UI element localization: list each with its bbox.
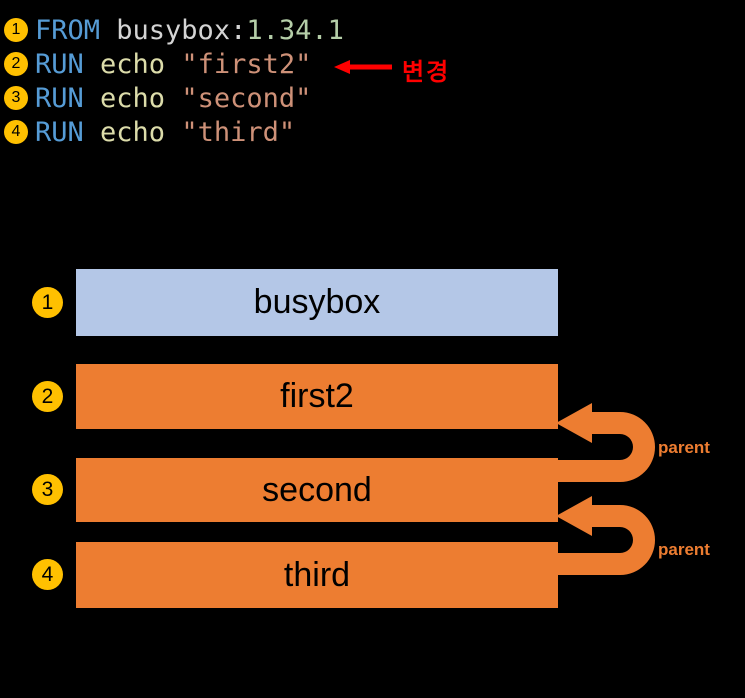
layer-badge-3: 3 [32, 474, 63, 505]
code-command: echo [100, 48, 182, 80]
code-line: 3 RUN echo "second" [4, 81, 344, 115]
code-string: "second" [181, 82, 312, 114]
step-badge: 3 [4, 86, 28, 110]
layer-label: second [262, 470, 372, 509]
step-badge: 2 [4, 52, 28, 76]
layer-label: busybox [253, 283, 381, 321]
left-arrow-icon [334, 60, 392, 74]
code-keyword: RUN [35, 82, 101, 114]
layer-badge-4: 4 [32, 559, 63, 590]
code-command: echo [100, 82, 182, 114]
layer-badge-1: 1 [32, 287, 63, 318]
code-string: "first2" [181, 48, 312, 80]
code-command: echo [100, 116, 182, 148]
layer-box-second: second [76, 458, 558, 522]
code-line: 2 RUN echo "first2" [4, 47, 344, 81]
code-keyword: RUN [35, 116, 101, 148]
code-image-name: busybox: [116, 14, 247, 46]
code-keyword: FROM [35, 14, 117, 46]
layer-badge-2: 2 [32, 381, 63, 412]
code-keyword: RUN [35, 48, 101, 80]
layer-label: third [283, 555, 351, 594]
uturn-arrow-icon [556, 403, 655, 482]
layer-box-busybox: busybox [76, 269, 558, 336]
parent-label: parent [658, 540, 710, 559]
step-badge: 1 [4, 18, 28, 42]
layer-label: first2 [280, 377, 354, 415]
code-line: 4 RUN echo "third" [4, 115, 344, 149]
code-line: 1 FROM busybox:1.34.1 [4, 13, 344, 47]
uturn-arrow-icon [556, 496, 655, 575]
parent-label: parent [658, 438, 710, 457]
code-string: "third" [181, 116, 296, 148]
change-annotation-label: 변경 [402, 59, 451, 86]
layer-box-first2: first2 [76, 364, 558, 429]
layer-box-third: third [76, 542, 558, 608]
code-image-version: 1.34.1 [246, 14, 344, 46]
step-badge: 4 [4, 120, 28, 144]
